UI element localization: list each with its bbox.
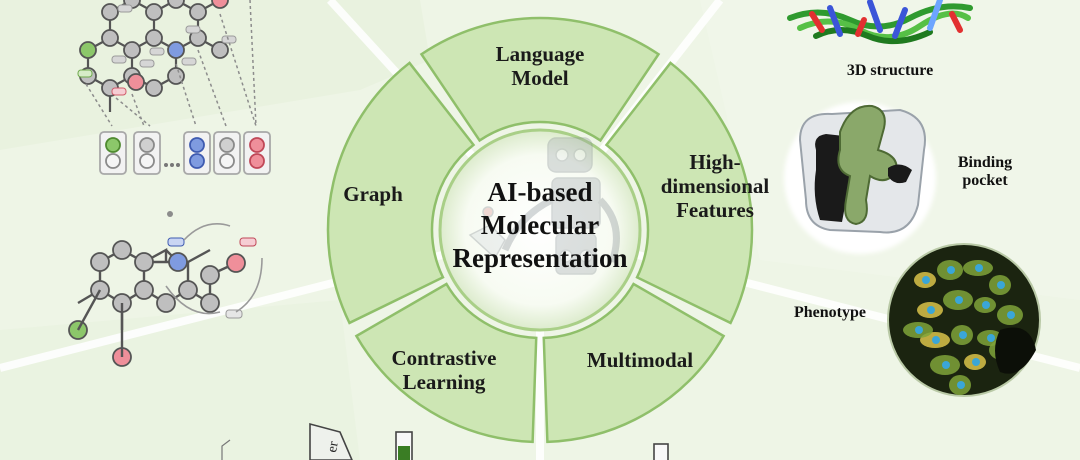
cell-nucleus xyxy=(975,264,983,272)
segment-label-line: Graph xyxy=(343,182,403,206)
protein-3d-structure-image xyxy=(787,0,973,45)
binding-pocket-image xyxy=(784,102,936,254)
cell-nucleus xyxy=(997,281,1005,289)
cell-nucleus xyxy=(955,296,963,304)
segment-contrastive-learning xyxy=(354,282,538,444)
segment-high-dimensional xyxy=(604,61,754,325)
cell-nucleus xyxy=(972,358,980,366)
cell-nucleus xyxy=(987,334,995,342)
cell-nucleus xyxy=(982,301,990,309)
segment-ring xyxy=(326,16,754,444)
cell-gap xyxy=(995,327,1036,374)
cell-nucleus xyxy=(932,336,940,344)
segment-label-language-model: Language Model xyxy=(468,42,612,90)
center-title-line: Representation xyxy=(452,242,628,273)
center-title-line: Molecular xyxy=(480,209,600,240)
segment-label-line: Language xyxy=(495,42,585,66)
svg-text:er: er xyxy=(325,440,342,454)
cell-nucleus xyxy=(959,331,967,339)
segment-language-model xyxy=(419,16,661,143)
label-phenotype: Phenotype xyxy=(794,304,866,321)
cell-nucleus xyxy=(915,326,923,334)
label-3d-structure: 3D structure xyxy=(846,62,934,79)
center-title: AI-based Molecular Representation xyxy=(440,176,640,275)
cell-nucleus xyxy=(942,361,950,369)
cell-nucleus xyxy=(1007,311,1015,319)
phenotype-cell-image xyxy=(887,243,1041,397)
message-passing-graph-illustration xyxy=(68,211,263,367)
segment-label-line: Contrastive xyxy=(391,346,497,370)
segment-label-line: Learning xyxy=(402,370,486,395)
segment-graph xyxy=(326,61,476,325)
label-line: pocket xyxy=(962,172,1008,190)
segment-label-graph: Graph xyxy=(318,182,428,206)
segment-label-line: Multimodal xyxy=(586,348,694,372)
segment-label-high-dimensional: High- dimensional Features xyxy=(648,150,782,222)
cell-nucleus xyxy=(922,276,930,284)
segment-label-line: dimensional xyxy=(660,174,770,199)
segment-label-line: High- xyxy=(689,150,741,174)
segment-label-line: Model xyxy=(511,66,569,91)
graph-to-sequence-illustration xyxy=(77,0,271,175)
segment-label-contrastive-learning: Contrastive Learning xyxy=(374,346,514,394)
segment-multimodal xyxy=(542,282,726,444)
segment-label-multimodal: Multimodal xyxy=(570,348,710,372)
cell-nucleus xyxy=(947,266,955,274)
label-line: Binding xyxy=(957,154,1013,171)
label-binding-pocket: Binding pocket xyxy=(940,154,1030,191)
cell-nucleus xyxy=(957,381,965,389)
center-title-line: AI-based xyxy=(487,177,593,207)
segment-label-line: Features xyxy=(676,198,754,223)
center-hub xyxy=(438,128,642,332)
robot-illustration xyxy=(468,137,620,275)
encoder-glyphs: er xyxy=(221,422,669,460)
cell-nucleus xyxy=(927,306,935,314)
